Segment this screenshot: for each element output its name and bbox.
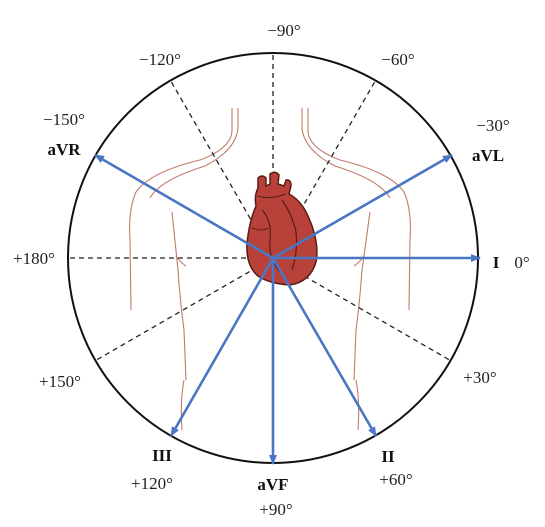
lead-iii-arrow	[169, 257, 275, 437]
label-plus180: +180°	[13, 249, 55, 268]
label-plus60: +60°	[379, 470, 412, 489]
lead-ii-arrow	[271, 257, 378, 437]
label-plus150: +150°	[39, 372, 81, 391]
heart-icon	[246, 171, 318, 286]
label-plus90: +90°	[259, 500, 292, 519]
label-minus120: −120°	[139, 50, 181, 69]
lead-avl-arrow	[272, 153, 453, 260]
dashed-line-minus120	[169, 80, 274, 259]
label-plus30: +30°	[463, 368, 496, 387]
lead-label-ii: II	[381, 447, 395, 466]
lead-label-avr: aVR	[47, 140, 81, 159]
lead-label-iii: III	[152, 446, 172, 465]
label-minus30: −30°	[476, 116, 509, 135]
lead-label-avl: aVL	[472, 146, 504, 165]
dashed-line-minus60	[272, 80, 377, 259]
label-plus120: +120°	[131, 474, 173, 493]
label-zero: 0°	[514, 253, 529, 272]
label-minus150: −150°	[43, 110, 85, 129]
lead-label-avf: aVF	[257, 475, 288, 494]
dashed-line-plus150	[95, 257, 274, 362]
label-minus60: −60°	[381, 50, 414, 69]
lead-axes	[94, 153, 481, 465]
lead-avr-arrow	[94, 153, 274, 260]
label-minus90: −90°	[267, 21, 300, 40]
reference-dashed-lines	[68, 53, 451, 362]
dashed-line-plus30	[272, 257, 451, 362]
lead-label-i: I	[493, 253, 500, 272]
torso-outline	[129, 108, 411, 431]
